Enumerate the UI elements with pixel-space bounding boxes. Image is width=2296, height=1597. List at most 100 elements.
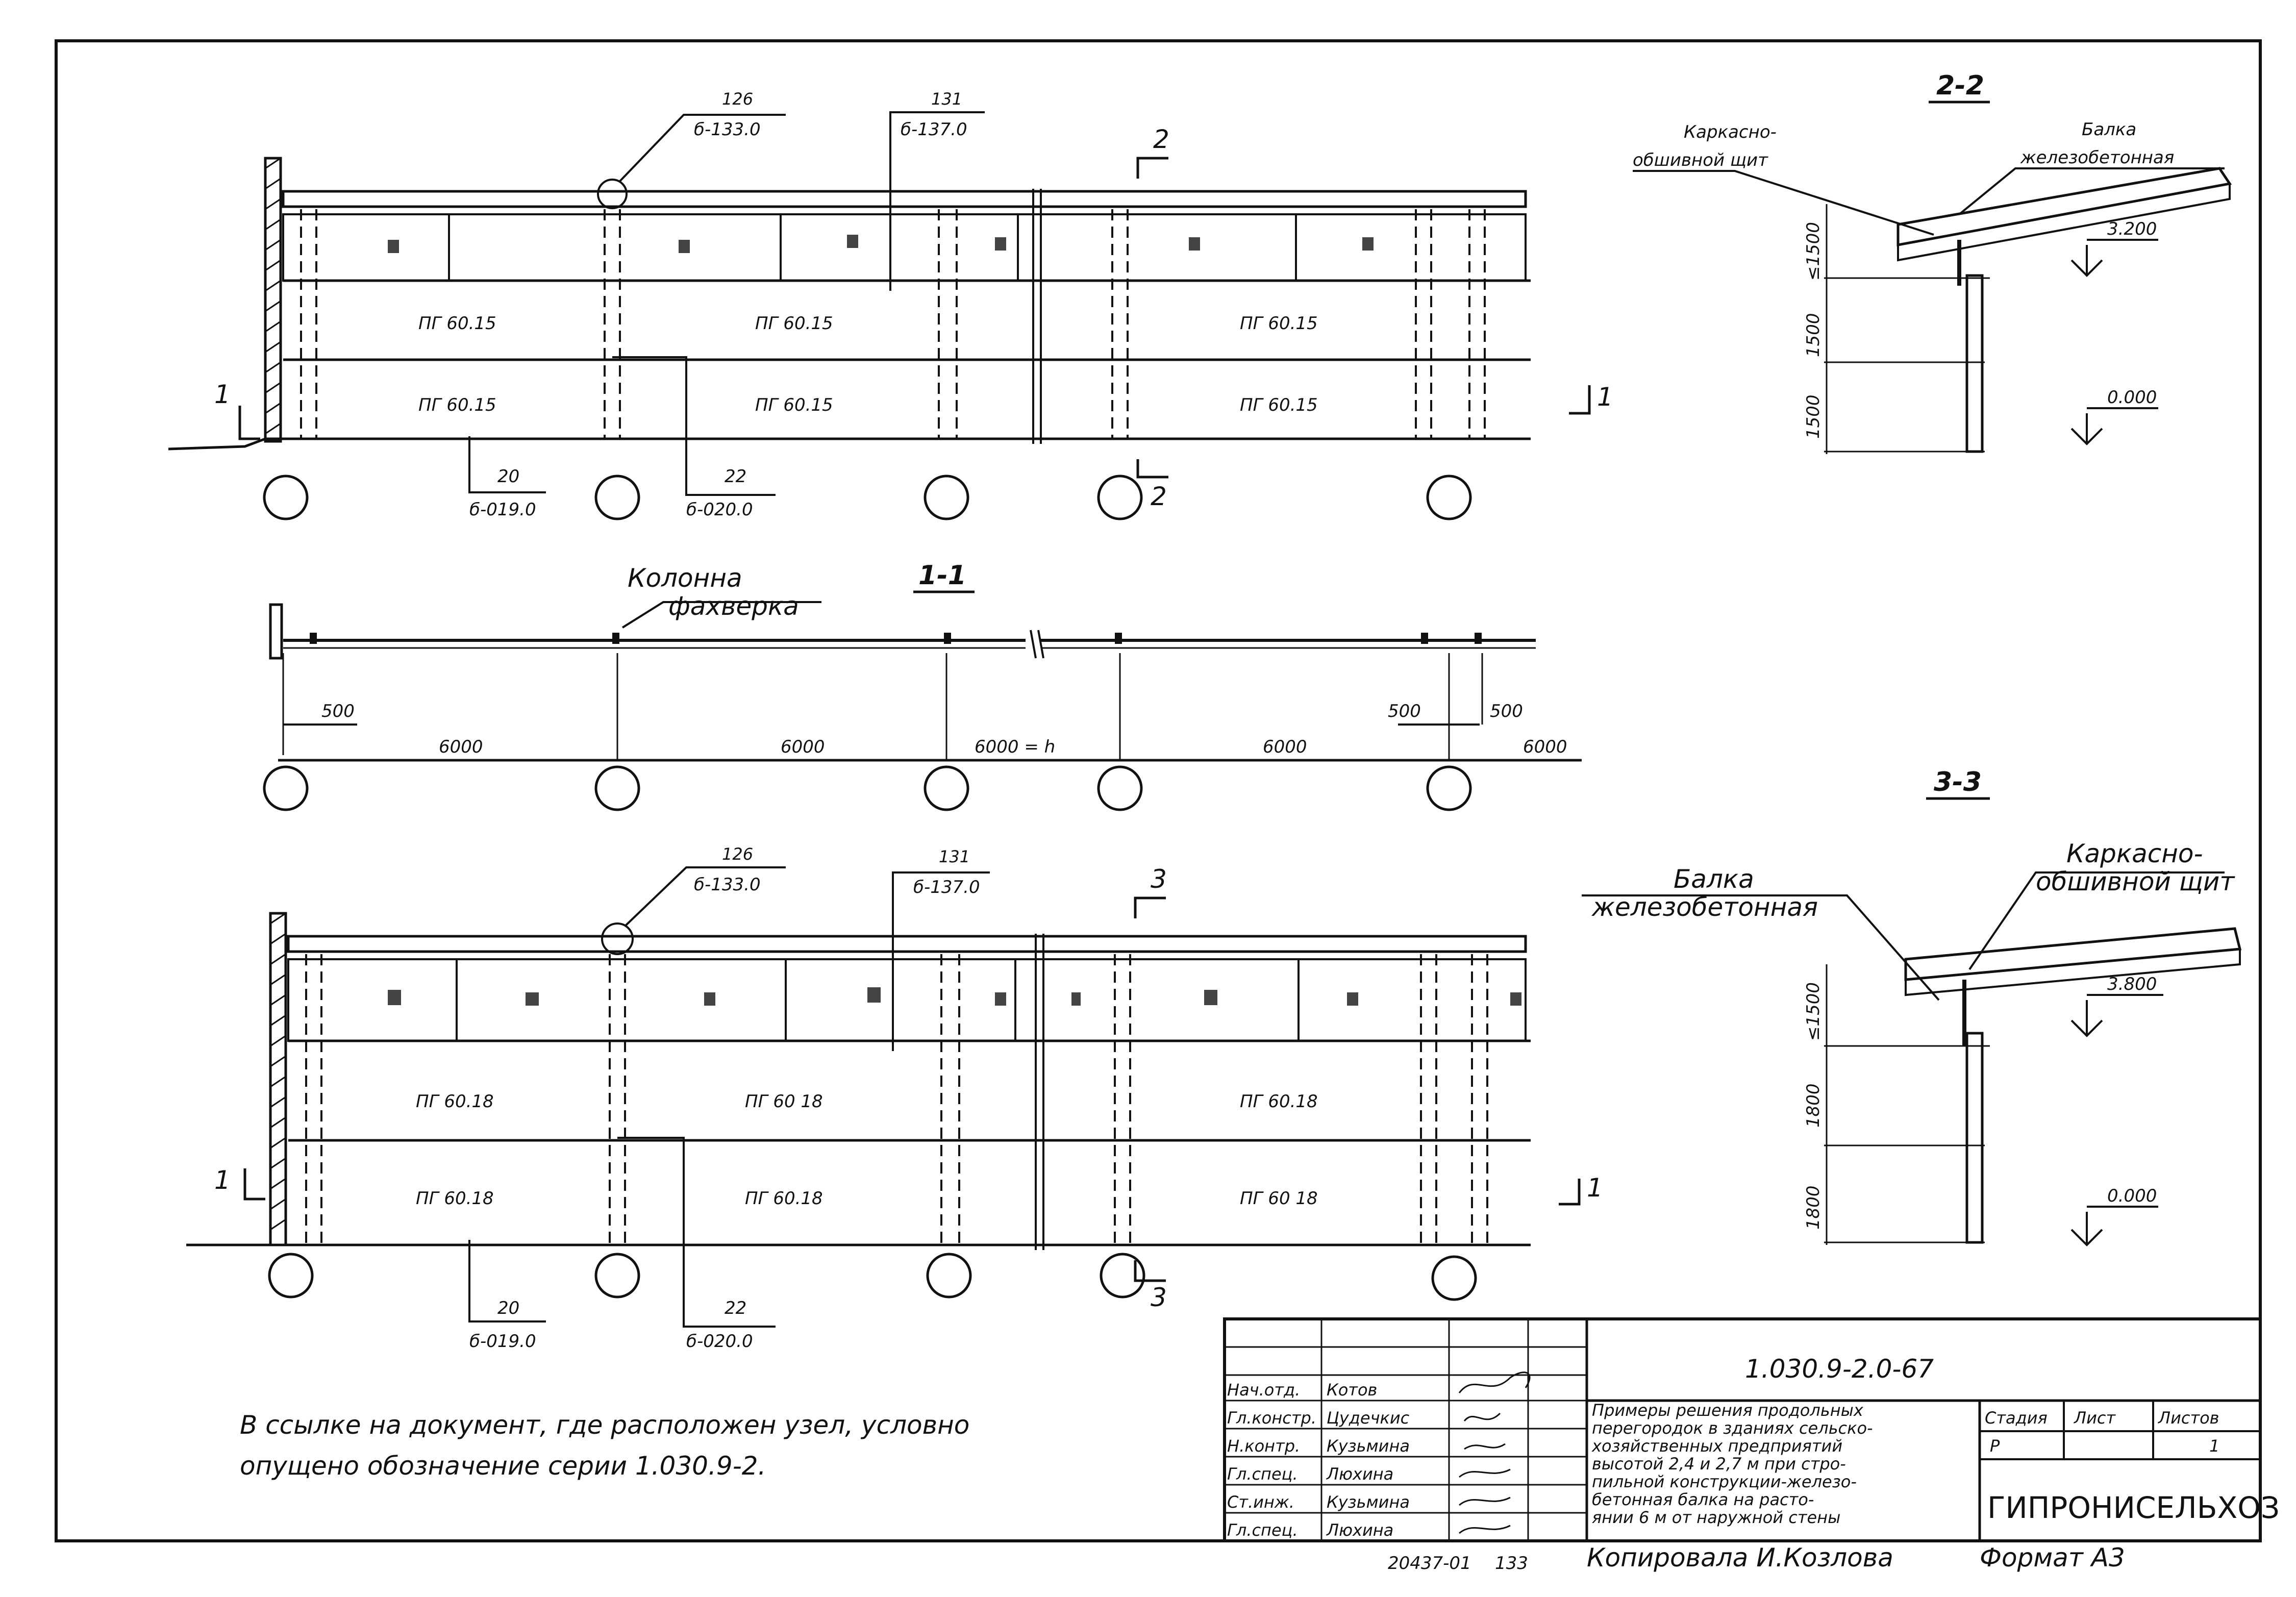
dim-6000-h: 6000 = h xyxy=(975,737,1055,757)
callout-num: 22 xyxy=(725,1298,746,1318)
callout-ref: б-020.0 xyxy=(686,500,753,520)
section-mark-left: 1 xyxy=(214,380,231,409)
dim: 1500 xyxy=(1803,313,1824,357)
level-mark: 3.800 xyxy=(2107,974,2157,994)
name: Котов xyxy=(1327,1380,1377,1400)
panel-label: ПГ 60.18 xyxy=(416,1188,494,1209)
section-mark-bottom: 3 xyxy=(1151,1283,1167,1312)
copied-by: Копировала И.Козлова xyxy=(1587,1543,1893,1573)
section-mark-right: 1 xyxy=(1587,1173,1603,1203)
annotation: Балка xyxy=(2082,119,2136,140)
sheet-header: Лист xyxy=(2074,1408,2116,1428)
callout-num: 131 xyxy=(931,89,962,109)
level-mark: 3.200 xyxy=(2107,219,2157,239)
name: Люхина xyxy=(1326,1464,1393,1484)
section-mark-bottom: 2 xyxy=(1151,482,1167,511)
description-line: пильной конструкции-железо- xyxy=(1592,1472,1857,1491)
dim: ≤1500 xyxy=(1803,982,1824,1041)
panel-label: ПГ 60 18 xyxy=(745,1091,823,1112)
panel-label: ПГ 60.15 xyxy=(418,313,496,334)
callout-ref: б-133.0 xyxy=(694,875,761,895)
callout-num: 131 xyxy=(939,847,970,866)
section-mark-top: 2 xyxy=(1153,124,1169,154)
dim-500: 500 xyxy=(1388,701,1421,721)
level-mark: 0.000 xyxy=(2107,1186,2157,1206)
callout-num: 126 xyxy=(722,89,753,109)
panel-label: ПГ 60.18 xyxy=(416,1091,494,1112)
role: Ст.инж. xyxy=(1227,1492,1294,1512)
callout-ref: б-019.0 xyxy=(469,1331,536,1352)
signatures xyxy=(1458,1371,1531,1534)
column-label: фахверка xyxy=(668,591,799,621)
callout-num: 22 xyxy=(725,466,746,487)
annotation: Балка xyxy=(1674,864,1754,894)
description: Примеры решения продольных перегородок в… xyxy=(1591,1401,1873,1527)
elevation-bottom: 1 1 3 3 ПГ 60.18 ПГ 60 18 ПГ 60.18 ПГ 60… xyxy=(186,844,1603,1352)
section-title: 2-2 xyxy=(1936,70,1984,101)
name: Люхина xyxy=(1326,1520,1393,1540)
section-mark-left: 1 xyxy=(214,1165,231,1195)
org-name: ГИПРОНИСЕЛЬХОЗ xyxy=(1987,1490,2280,1525)
section-title: 3-3 xyxy=(1934,767,1982,797)
annotation: обшивной щит xyxy=(2036,867,2235,896)
name: Кузьмина xyxy=(1327,1492,1410,1512)
names: Котов Цудечкис Кузьмина Люхина Кузьмина … xyxy=(1326,1380,1410,1540)
paper-format: Формат А3 xyxy=(1980,1543,2125,1573)
dim: 1800 xyxy=(1803,1185,1824,1230)
panel-label: ПГ 60.15 xyxy=(418,395,496,415)
note-line: В ссылке на документ, где расположен узе… xyxy=(240,1410,969,1440)
panel-label: ПГ 60.18 xyxy=(1240,1091,1318,1112)
description-line: Примеры решения продольных xyxy=(1592,1401,1864,1420)
annotation: Каркасно- xyxy=(1684,122,1777,142)
dim-6000: 6000 xyxy=(1523,737,1567,757)
callout-num: 126 xyxy=(722,844,753,864)
dim: 1800 xyxy=(1803,1083,1824,1128)
callout-ref: б-020.0 xyxy=(686,1331,753,1352)
level-mark: 0.000 xyxy=(2107,387,2157,408)
sheets-value: 1 xyxy=(2209,1436,2219,1456)
callout-ref: б-019.0 xyxy=(469,500,536,520)
stage-header: Стадия xyxy=(1985,1408,2048,1428)
annotation: обшивной щит xyxy=(1633,150,1768,170)
dim: 1500 xyxy=(1803,394,1824,439)
name: Кузьмина xyxy=(1327,1436,1410,1456)
dim-500: 500 xyxy=(321,701,355,721)
callout-num: 20 xyxy=(497,1298,519,1318)
panel-label: ПГ 60.15 xyxy=(755,395,833,415)
note-line: опущено обозначение серии 1.030.9-2. xyxy=(240,1451,766,1481)
callout-ref: б-137.0 xyxy=(913,877,980,897)
panel-label: ПГ 60 18 xyxy=(1240,1188,1318,1209)
description-line: высотой 2,4 и 2,7 м при стро- xyxy=(1592,1454,1846,1474)
annotation: железобетонная xyxy=(1591,892,1818,922)
description-line: хозяйственных предприятий xyxy=(1591,1436,1842,1456)
description-line: перегородок в зданиях сельско- xyxy=(1592,1418,1873,1438)
annotation: железобетонная xyxy=(2020,147,2174,168)
callout-num: 20 xyxy=(497,466,519,487)
callout-ref: б-137.0 xyxy=(901,119,967,140)
role: Гл.констр. xyxy=(1227,1408,1316,1428)
sheet-frame xyxy=(55,39,2262,1542)
panel-label: ПГ 60.15 xyxy=(1240,313,1318,334)
dim-6000: 6000 xyxy=(439,737,483,757)
page-number: 133 xyxy=(1495,1553,1528,1574)
description-line: бетонная балка на расто- xyxy=(1592,1490,1814,1509)
grid-axis-circles xyxy=(263,475,1472,520)
dim: ≤1500 xyxy=(1803,222,1824,281)
panel-marks xyxy=(388,235,1374,253)
column-label: Колонна xyxy=(628,563,742,593)
stage-value: Р xyxy=(1990,1436,2000,1456)
section-2-2: 2-2 Каркасно- обшивной щит Балка железоб… xyxy=(1633,70,2232,454)
panel-label: ПГ 60.18 xyxy=(745,1188,823,1209)
role: Гл.спец. xyxy=(1227,1464,1298,1484)
roles: Нач.отд. Гл.констр. Н.контр. Гл.спец. Ст… xyxy=(1227,1380,1316,1540)
section-3-3: 3-3 Балка железобетонная Каркасно- обшив… xyxy=(1582,767,2242,1246)
callout-ref: б-133.0 xyxy=(694,119,761,140)
dim-6000: 6000 xyxy=(781,737,825,757)
role: Н.контр. xyxy=(1227,1436,1300,1456)
sheets-header: Листов xyxy=(2158,1408,2219,1428)
section-title: 1-1 xyxy=(918,560,966,591)
description-line: янии 6 м от наружной стены xyxy=(1592,1508,1840,1527)
doc-code: 1.030.9-2.0-67 xyxy=(1745,1354,1934,1384)
elevation-top: 1 1 2 2 ПГ 60.15 ПГ 60.15 ПГ 60.15 ПГ 60… xyxy=(168,89,1613,520)
